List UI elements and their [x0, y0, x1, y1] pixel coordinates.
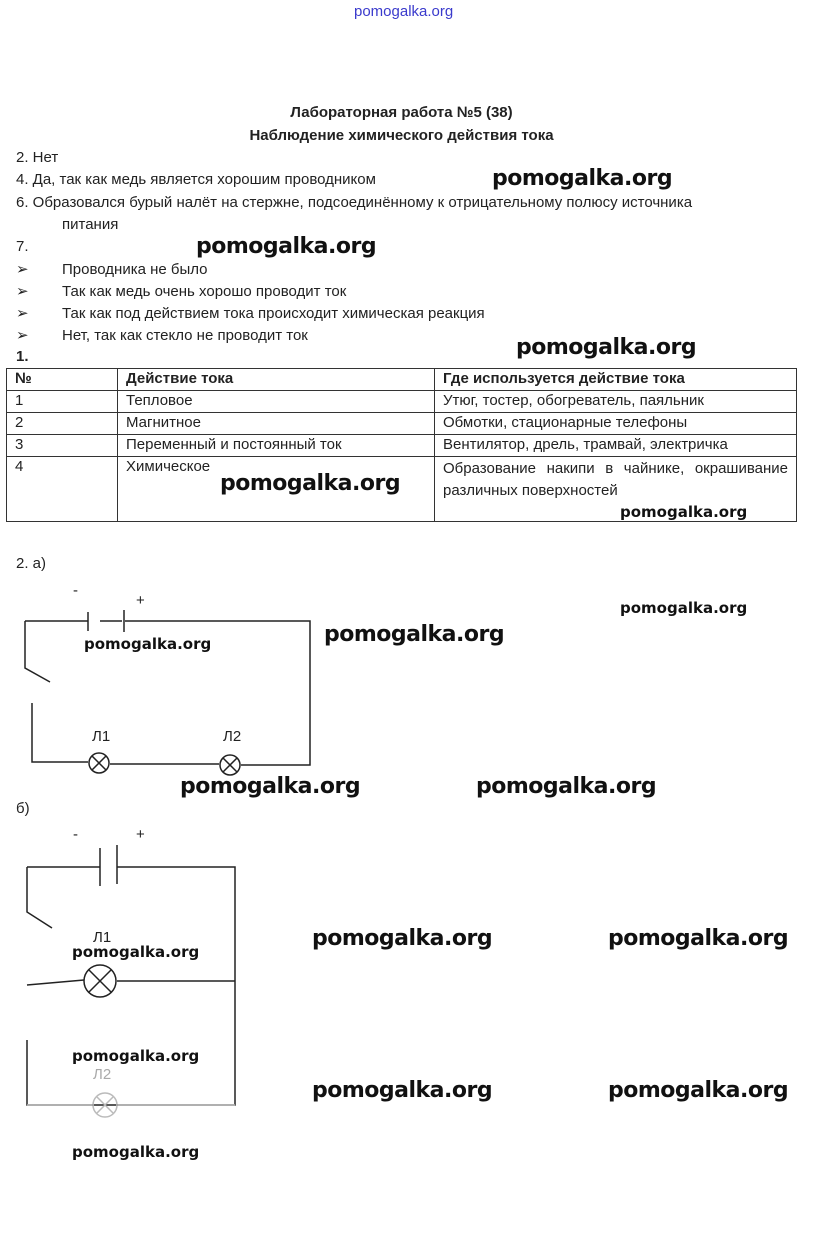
section-1: 1.	[16, 348, 29, 365]
section-2b: б)	[16, 800, 30, 817]
cell: Утюг, тостер, обогреватель, паяльник	[434, 390, 797, 413]
table-header-row: № Действие тока Где используется действи…	[6, 368, 797, 391]
lamp-l1-label: Л1	[92, 728, 111, 745]
bullet-1: ➢ Проводника не было	[16, 260, 208, 278]
watermark: pomogalka.org	[72, 1143, 200, 1161]
watermark: pomogalka.org	[84, 635, 212, 653]
answer-6-cont: питания	[62, 216, 119, 233]
bullet-2: ➢ Так как медь очень хорошо проводит ток	[16, 282, 346, 300]
watermark: pomogalka.org	[220, 471, 401, 496]
lamp-l2-icon	[92, 1092, 118, 1118]
answer-6: 6. Образовался бурый налёт на стержне, п…	[16, 194, 693, 211]
series-circuit	[24, 610, 311, 776]
cell: 4	[6, 456, 118, 522]
watermark: pomogalka.org	[620, 503, 748, 521]
answer-4: 4. Да, так как медь является хорошим про…	[16, 171, 376, 188]
cell: Переменный и постоянный ток	[117, 434, 435, 457]
page-subtitle: Наблюдение химического действия тока	[249, 127, 554, 144]
arrow-bullet-icon: ➢	[16, 261, 29, 278]
bullet-text: Так как медь очень хорошо проводит ток	[62, 283, 347, 300]
lamp-l2-label: Л2	[223, 728, 242, 745]
watermark: pomogalka.org	[492, 166, 673, 191]
site-header[interactable]: pomogalka.org	[354, 3, 454, 20]
section-2a: 2. а)	[16, 555, 47, 572]
watermark: pomogalka.org	[72, 943, 200, 961]
parallel-circuit	[26, 845, 236, 1118]
page-title: Лабораторная работа №5 (38)	[290, 104, 513, 121]
header-cell: Действие тока	[117, 368, 435, 391]
header-cell: Где используется действие тока	[434, 368, 797, 391]
watermark: pomogalka.org	[72, 1047, 200, 1065]
watermark: pomogalka.org	[608, 1078, 789, 1103]
bullet-text: Проводника не было	[62, 261, 208, 278]
watermark: pomogalka.org	[324, 622, 505, 647]
cell: Вентилятор, дрель, трамвай, электричка	[434, 434, 797, 457]
lamp-l1-icon	[83, 964, 117, 998]
bullet-text: Так как под действием тока происходит хи…	[62, 305, 485, 322]
lamp-l2-label: Л2	[93, 1066, 112, 1083]
arrow-bullet-icon: ➢	[16, 305, 29, 322]
battery-minus-label: -	[73, 826, 78, 843]
lamp-l1-label: Л1	[93, 929, 112, 946]
bullet-3: ➢ Так как под действием тока происходит х…	[16, 304, 485, 322]
arrow-bullet-icon: ➢	[16, 327, 29, 344]
watermark: pomogalka.org	[312, 1078, 493, 1103]
switch	[24, 621, 51, 683]
watermark: pomogalka.org	[608, 926, 789, 951]
watermark: pomogalka.org	[196, 234, 377, 259]
lamp-l1-icon	[88, 752, 110, 774]
current-effects-table: № Действие тока Где используется действи…	[6, 368, 797, 522]
watermark: pomogalka.org	[180, 774, 361, 799]
watermark: pomogalka.org	[312, 926, 493, 951]
battery-plus-label: +	[136, 592, 145, 609]
battery-minus-label: -	[73, 582, 78, 599]
cell: Образование накипи в чайнике, окрашивани…	[434, 456, 797, 522]
answer-2: 2. Нет	[16, 149, 59, 166]
cell: Химическое	[117, 456, 435, 522]
answer-7: 7.	[16, 238, 29, 255]
bullet-text: Нет, так как стекло не проводит ток	[62, 327, 308, 344]
bullet-4: ➢ Нет, так как стекло не проводит ток	[16, 326, 308, 344]
watermark: pomogalka.org	[620, 599, 748, 617]
watermark: pomogalka.org	[476, 774, 657, 799]
watermark: pomogalka.org	[516, 335, 697, 360]
battery-plus-label: +	[136, 826, 145, 843]
lamp-l2-icon	[219, 754, 241, 776]
arrow-bullet-icon: ➢	[16, 283, 29, 300]
